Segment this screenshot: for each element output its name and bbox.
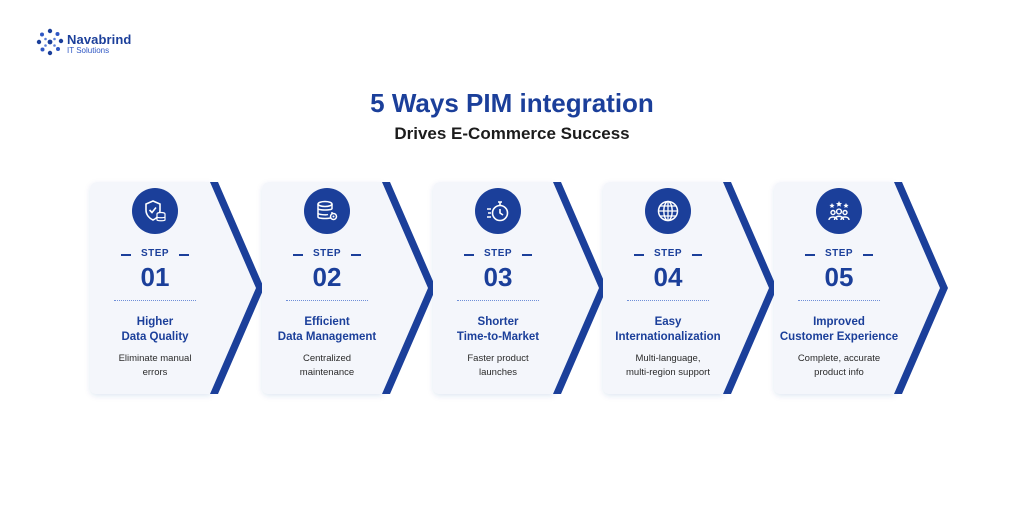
logo-name: Navabrind: [67, 32, 132, 47]
divider: [457, 300, 539, 301]
page-subtitle: Drives E-Commerce Success: [394, 124, 630, 143]
divider: [286, 300, 368, 301]
step-card-background: [433, 182, 599, 394]
step-number: 03: [483, 262, 513, 292]
divider: [798, 300, 880, 301]
divider: [114, 300, 196, 301]
step-label: STEP: [653, 248, 683, 259]
step-label: STEP: [824, 248, 854, 259]
shield-database-icon: [132, 188, 178, 234]
step-number: 01: [140, 262, 170, 292]
step-label: STEP: [312, 248, 342, 259]
logo-dots-icon: [36, 28, 64, 56]
page-title: 5 Ways PIM integration: [370, 88, 654, 118]
globe-icon: [645, 188, 691, 234]
database-gear-icon: [304, 188, 350, 234]
customers-stars-icon: [816, 188, 862, 234]
step-card-background: [90, 182, 256, 394]
step-number: 02: [312, 262, 342, 292]
brand-logo: Navabrind IT Solutions: [36, 28, 156, 60]
step-card-background: [774, 182, 940, 394]
step-label: STEP: [140, 248, 170, 259]
stopwatch-icon: [475, 188, 521, 234]
divider: [627, 300, 709, 301]
step-card-background: [603, 182, 769, 394]
step-number: 04: [653, 262, 683, 292]
logo-tagline: IT Solutions: [67, 46, 110, 55]
step-number: 05: [824, 262, 854, 292]
step-card-background: [262, 182, 428, 394]
step-label: STEP: [483, 248, 513, 259]
step-description: Multi-language,multi-region support: [626, 353, 710, 378]
